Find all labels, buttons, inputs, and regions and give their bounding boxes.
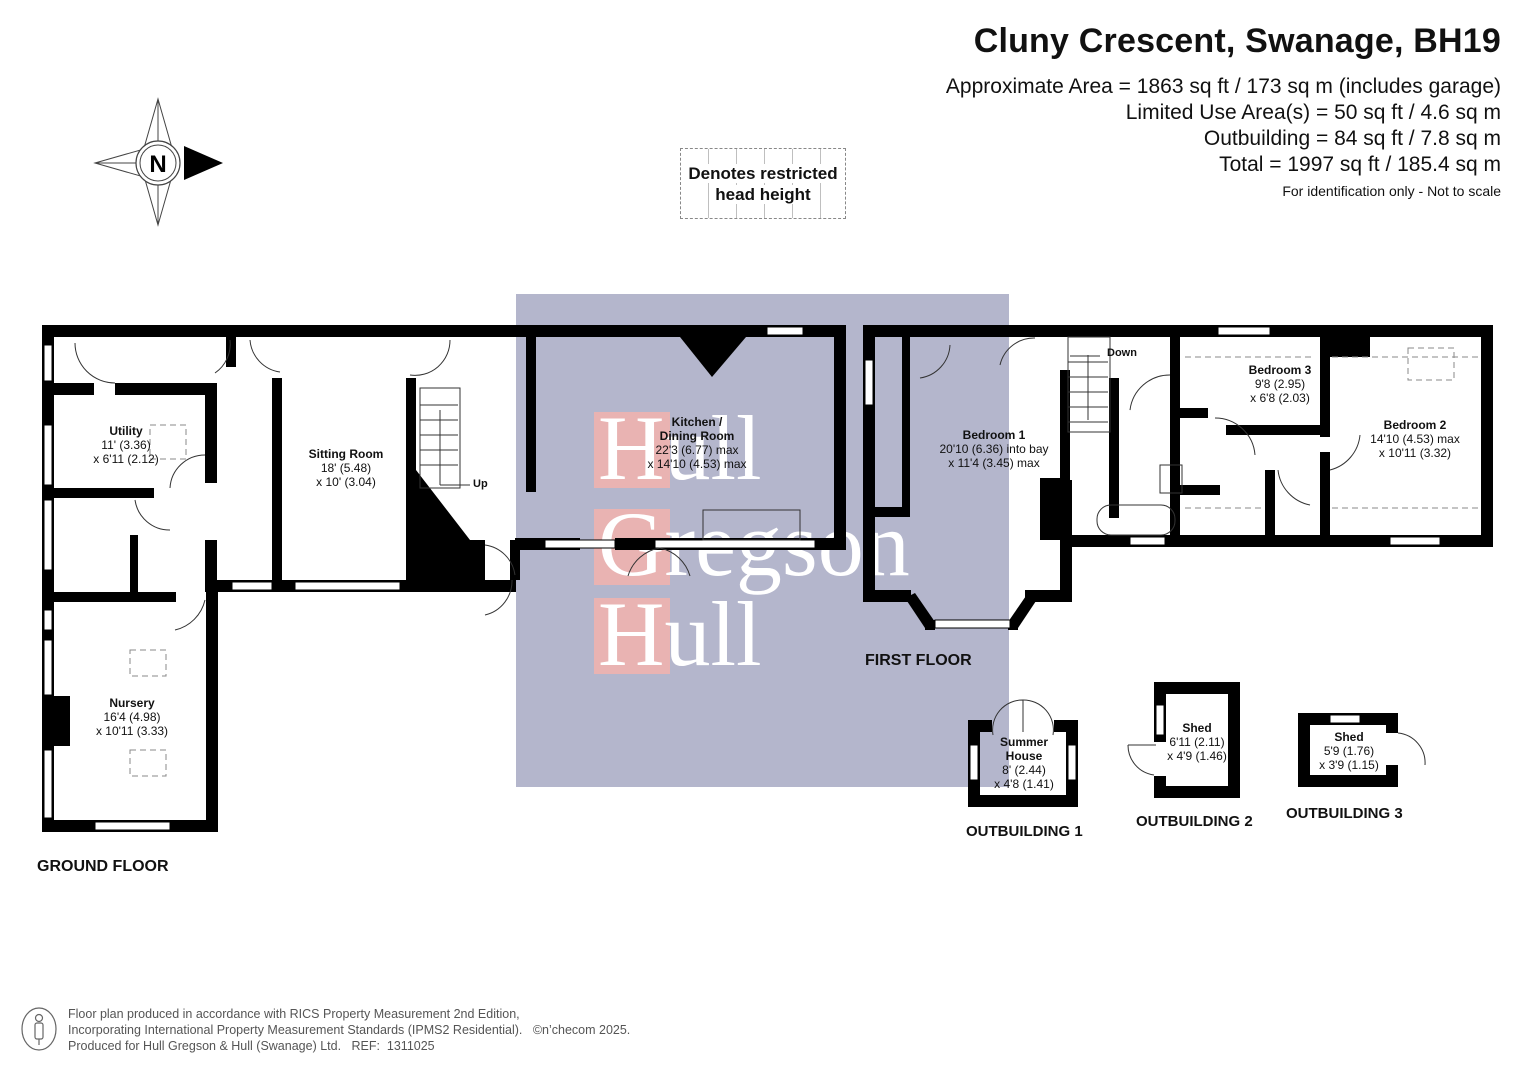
room-name: Kitchen / [671, 415, 723, 429]
outbuilding-3-label: OUTBUILDING 3 [1286, 805, 1403, 822]
room-dim-1: 6'11 (2.11) [1169, 735, 1225, 749]
room-name: Summer [999, 735, 1049, 749]
room-dim-2: x 10'11 (3.32) [1378, 446, 1452, 460]
room-dim-1: 11' (3.36) [101, 438, 151, 452]
room-name: Shed [1334, 730, 1364, 744]
room-dim-1: 22'3 (6.77) max [655, 443, 739, 457]
room-name: Bedroom 2 [1383, 418, 1447, 432]
watermark-word-1: Hull [598, 397, 762, 499]
limited-use-area: Limited Use Area(s) = 50 sq ft / 4.6 sq … [1125, 101, 1501, 124]
room-dim-2: x 10' (3.04) [316, 475, 376, 489]
room-dim-1: 8' (2.44) [1002, 763, 1046, 777]
room-dim-1: 18' (5.48) [320, 461, 372, 475]
stairs-down-label: Down [1107, 347, 1137, 359]
first-floor-label: FIRST FLOOR [865, 652, 972, 669]
footer-line-2: Incorporating International Property Mea… [68, 1023, 631, 1037]
room-name: Shed [1182, 721, 1212, 735]
room-name: Bedroom 1 [962, 428, 1026, 442]
room-bedroom-2: Bedroom 2 14'10 (4.53) max x 10'11 (3.32… [1370, 418, 1460, 460]
room-name: Sitting Room [308, 447, 384, 461]
room-name-2: House [1005, 749, 1043, 763]
watermark-word-3: Hull [598, 583, 762, 685]
area-summary: Approximate Area = 1863 sq ft / 173 sq m… [946, 74, 1501, 202]
room-bedroom-1: Bedroom 1 20'10 (6.36) into bay x 11'4 (… [939, 428, 1048, 470]
room-dim-2: x 6'8 (2.03) [1250, 391, 1310, 405]
room-nursery: Nursery 16'4 (4.98) x 10'11 (3.33) [96, 696, 168, 738]
outbuilding-2-label: OUTBUILDING 2 [1136, 813, 1253, 830]
stairs-up-label: Up [473, 478, 488, 490]
room-dim-2: x 14'10 (4.53) max [647, 457, 747, 471]
scale-disclaimer: For identification only - Not to scale [1282, 183, 1501, 199]
outbuilding-1-label: OUTBUILDING 1 [966, 823, 1083, 840]
total-area: Total = 1997 sq ft / 185.4 sq m [1219, 153, 1501, 176]
room-dim-2: x 10'11 (3.33) [95, 724, 169, 738]
room-dim-2: x 4'8 (1.41) [994, 777, 1054, 791]
footer-line-1: Floor plan produced in accordance with R… [68, 1007, 520, 1021]
room-dim-1: 14'10 (4.53) max [1370, 432, 1460, 446]
legend-text-line1: Denotes restricted [686, 163, 840, 183]
person-icon [21, 1007, 57, 1051]
room-name: Bedroom 3 [1248, 363, 1312, 377]
property-title: Cluny Crescent, Swanage, BH19 [973, 22, 1501, 60]
room-dim-2: x 4'9 (1.46) [1167, 749, 1227, 763]
outbuilding-2-shed: Shed 6'11 (2.11) x 4'9 (1.46) [1167, 721, 1227, 763]
room-bedroom-3: Bedroom 3 9'8 (2.95) x 6'8 (2.03) [1249, 363, 1312, 405]
legend-text-line2: head height [713, 184, 813, 204]
room-dim-1: 5'9 (1.76) [1323, 744, 1375, 758]
svg-text:N: N [149, 151, 166, 178]
outbuilding-area: Outbuilding = 84 sq ft / 7.8 sq m [1203, 127, 1501, 150]
room-dim-2: x 3'9 (1.15) [1319, 758, 1379, 772]
compass-rose-icon: N [93, 97, 223, 227]
room-utility: Utility 11' (3.36) x 6'11 (2.12) [93, 424, 158, 466]
room-dim-1: 20'10 (6.36) into bay [939, 442, 1049, 456]
approximate-area: Approximate Area = 1863 sq ft / 173 sq m… [945, 75, 1501, 98]
room-kitchen-dining: Kitchen / Dining Room 22'3 (6.77) max x … [647, 415, 746, 471]
room-sitting-room: Sitting Room 18' (5.48) x 10' (3.04) [309, 447, 384, 489]
ground-floor-label: GROUND FLOOR [37, 858, 169, 875]
outbuilding-1-summer-house: Summer House 8' (2.44) x 4'8 (1.41) [994, 735, 1054, 791]
room-dim-1: 9'8 (2.95) [1254, 377, 1306, 391]
footer-text: Floor plan produced in accordance with R… [68, 1006, 630, 1054]
room-name: Utility [109, 424, 143, 438]
footer: Floor plan produced in accordance with R… [20, 1006, 630, 1054]
room-name-2: Dining Room [659, 429, 735, 443]
footer-line-3: Produced for Hull Gregson & Hull (Swanag… [68, 1039, 435, 1053]
room-dim-2: x 6'11 (2.12) [93, 452, 159, 466]
outbuilding-3-shed: Shed 5'9 (1.76) x 3'9 (1.15) [1319, 730, 1379, 772]
room-name: Nursery [109, 696, 155, 710]
room-dim-1: 16'4 (4.98) [103, 710, 161, 724]
room-dim-2: x 11'4 (3.45) max [948, 456, 1040, 470]
